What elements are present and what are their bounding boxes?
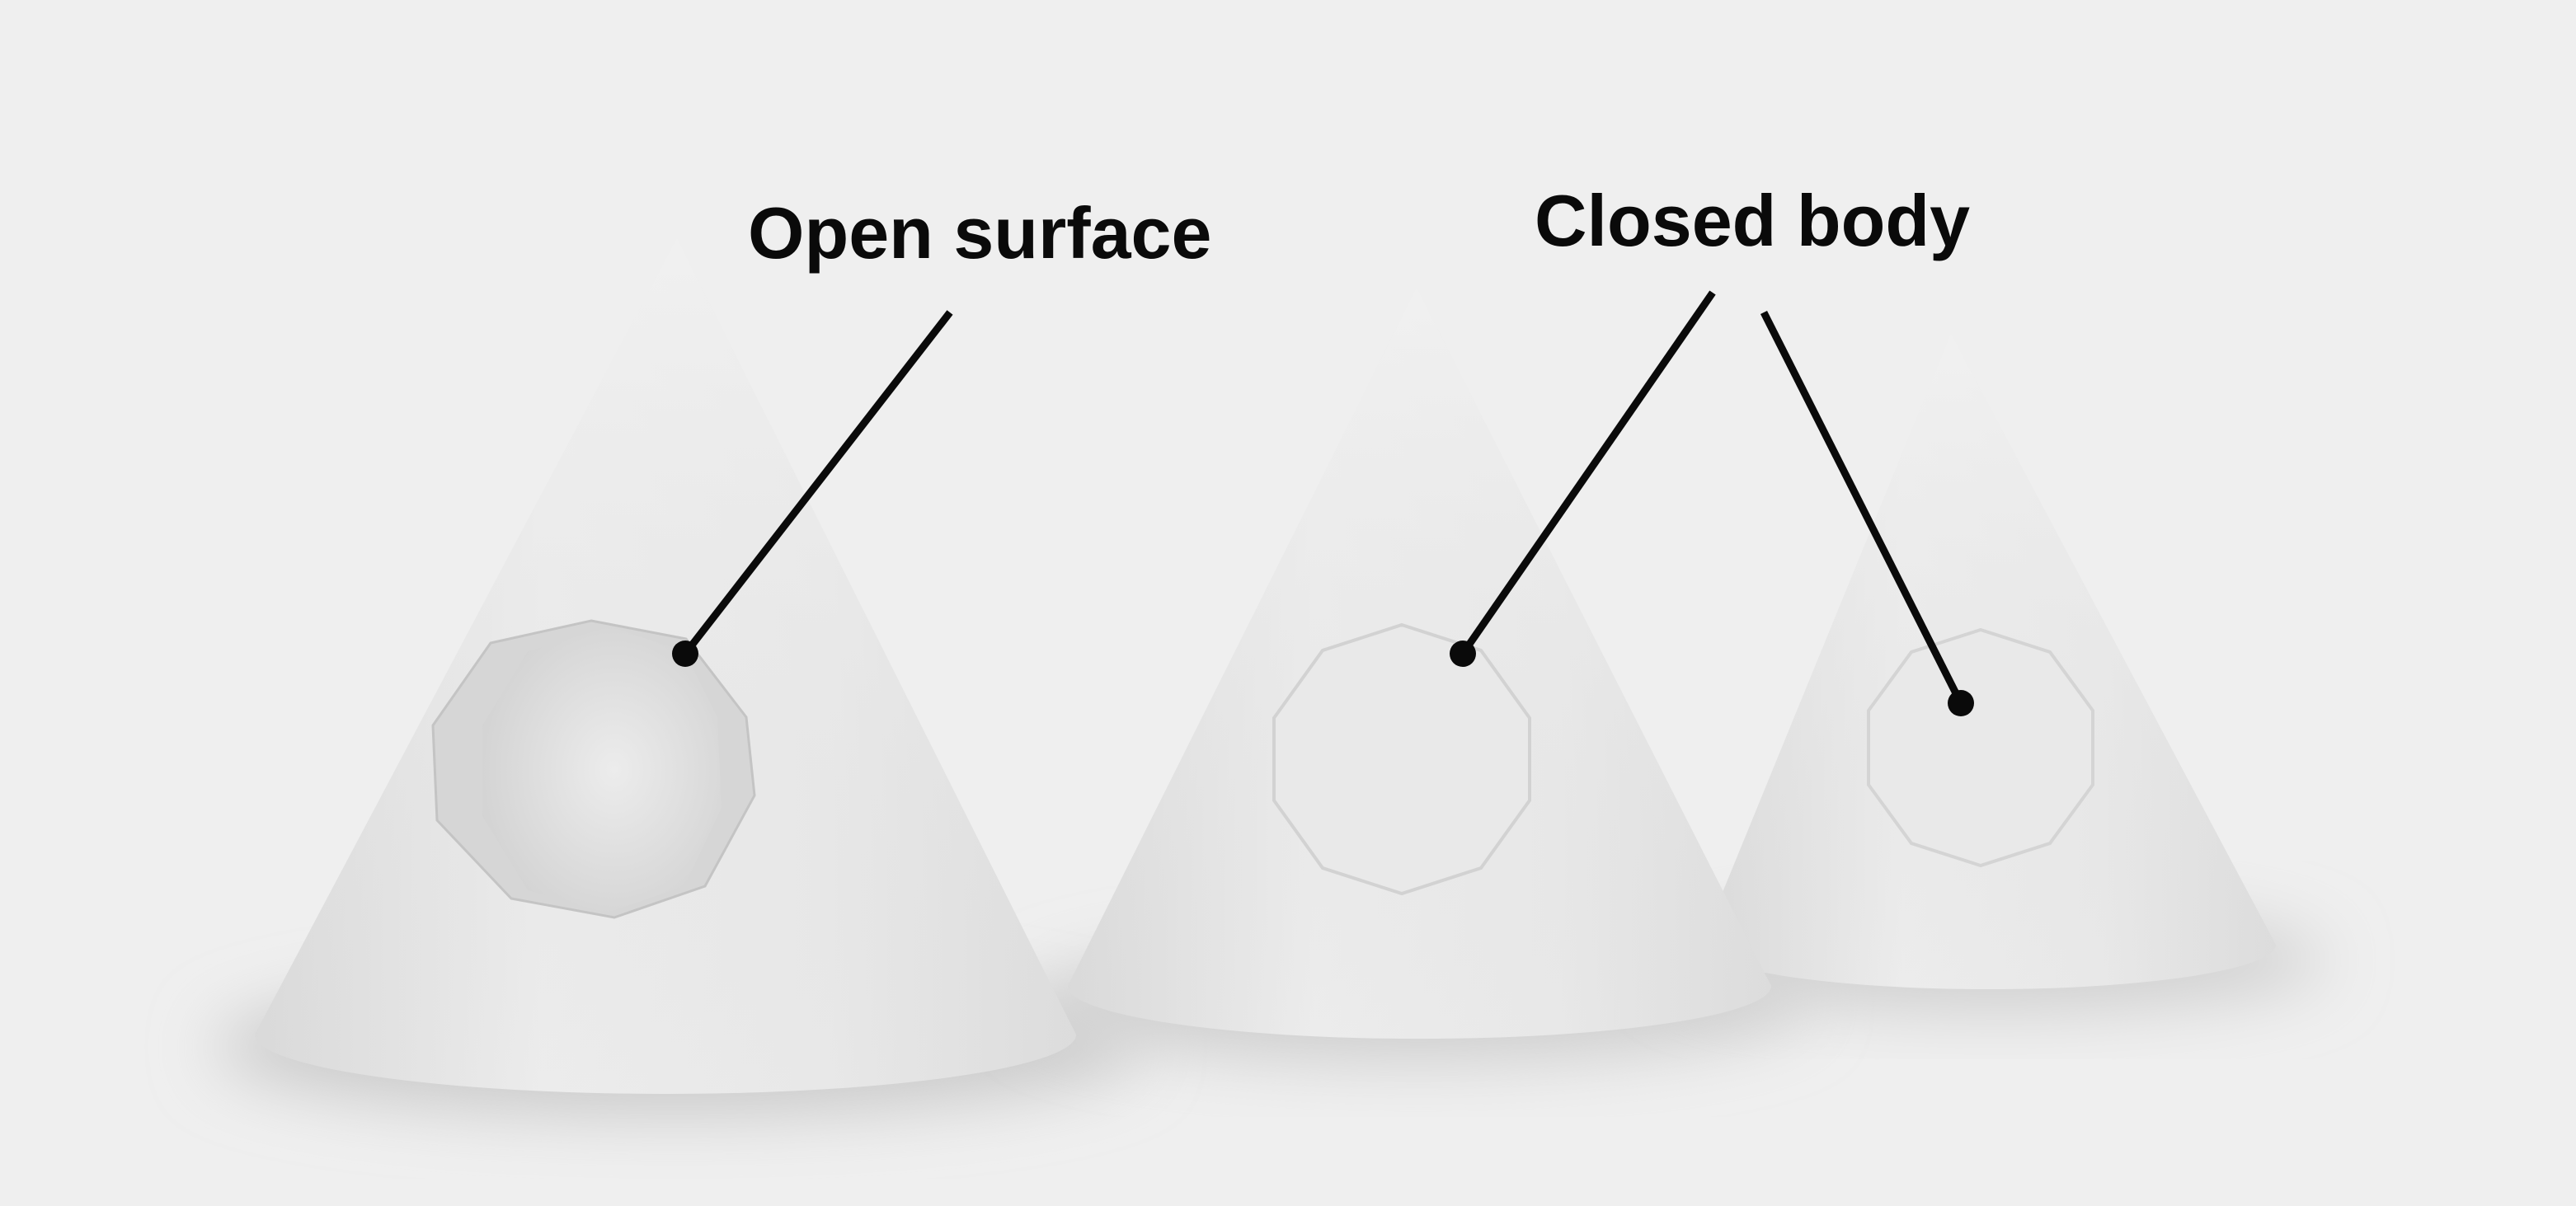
label-closed-body: Closed body: [1535, 180, 1970, 261]
open-hole-interior: [482, 626, 722, 913]
cone-closed-body-middle: [1068, 288, 1771, 1039]
closed-disk: [1867, 627, 2094, 868]
leader-line-closed-body-middle: [1460, 290, 1716, 656]
leader-line-closed-body-right: [1760, 310, 1965, 706]
label-open-surface: Open surface: [748, 192, 1211, 274]
leader-line-open-surface: [682, 310, 953, 656]
leader-dot: [1948, 690, 1974, 716]
cone-open-surface: [255, 238, 1076, 1094]
closed-disk: [1272, 622, 1531, 896]
leader-dot: [1450, 641, 1476, 667]
cone-closed-body-right: [1701, 334, 2276, 990]
leader-dot: [672, 641, 698, 667]
